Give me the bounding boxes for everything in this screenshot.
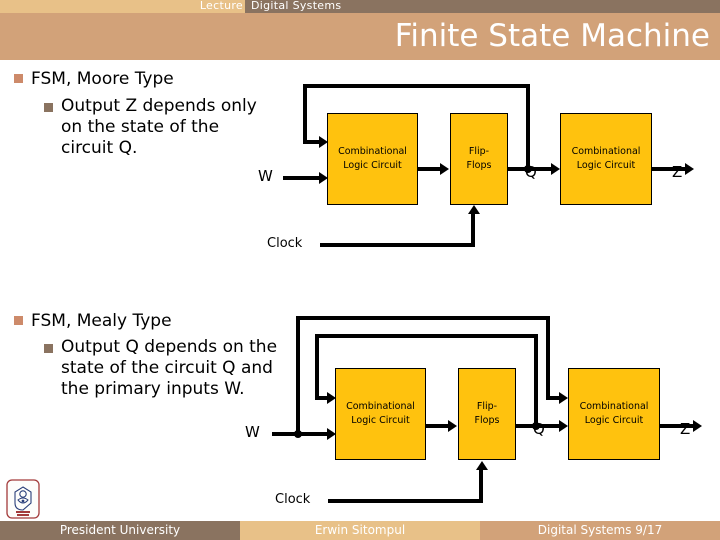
- mealy-w-feedback-arrowhead-icon: [559, 392, 568, 404]
- moore-z-output-wire: [652, 167, 687, 171]
- moore-z-arrowhead-icon: [685, 163, 694, 175]
- mealy-block2-line1: Flip-: [476, 401, 498, 412]
- top-bar-left-band: [0, 0, 245, 13]
- bullet-square-icon: [14, 74, 23, 83]
- mealy-clock-arrowhead-icon: [476, 461, 488, 470]
- moore-block3-line1: Combinational: [571, 146, 641, 157]
- mealy-clock-vertical-wire: [479, 470, 483, 503]
- bullet-mealy-detail: Output Q depends on the state of the cir…: [44, 337, 279, 400]
- lecture-label: Lecture: [199, 0, 243, 12]
- moore-clock-horizontal-wire: [320, 243, 475, 247]
- moore-clock-label: Clock: [267, 236, 303, 251]
- mealy-q-feedback-into-block1-wire: [315, 396, 331, 400]
- footer-university: President University: [0, 521, 240, 540]
- mealy-z-arrowhead-icon: [693, 420, 702, 432]
- moore-input-w-label: W: [258, 167, 273, 185]
- title-band: [0, 13, 720, 60]
- moore-state-q-label: Q: [525, 163, 537, 181]
- mealy-z-output-wire: [660, 424, 695, 428]
- mealy-block1-line2: Logic Circuit: [351, 415, 410, 426]
- mealy-q-feedback-arrowhead-icon: [327, 392, 336, 404]
- course-label: Digital Systems: [251, 0, 342, 12]
- page-title: Finite State Machine: [394, 18, 710, 54]
- moore-ff-input-arrowhead-icon: [440, 163, 449, 175]
- mealy-q-feedback-horizontal: [315, 334, 538, 338]
- moore-flip-flops-block: Flip- Flops: [450, 113, 508, 205]
- mealy-q-feedback-vertical-right: [534, 334, 538, 426]
- mealy-input-w-label: W: [245, 423, 260, 441]
- mealy-q-junction-node: [532, 422, 540, 430]
- top-bar-right-band: [245, 0, 720, 13]
- mealy-block3-line2: Logic Circuit: [584, 415, 644, 426]
- mealy-output-z-label: Z: [680, 420, 691, 438]
- footer: President University Erwin Sitompul Digi…: [0, 521, 720, 540]
- moore-block1-line1: Combinational: [338, 146, 407, 157]
- mealy-combinational-logic-block-1: Combinational Logic Circuit: [335, 368, 426, 460]
- moore-combinational-logic-block-2: Combinational Logic Circuit: [560, 113, 652, 205]
- moore-w-wire: [283, 176, 321, 180]
- university-logo: [6, 479, 40, 519]
- mealy-ff-input-arrowhead-icon: [448, 420, 457, 432]
- bullet-moore-heading-label: FSM, Moore Type: [31, 69, 174, 89]
- moore-feedback-into-block1-wire: [303, 140, 321, 144]
- mealy-clock-label: Clock: [275, 492, 311, 507]
- mealy-clock-horizontal-wire: [328, 499, 483, 503]
- moore-feedback-vertical-right: [526, 84, 530, 169]
- footer-page: Digital Systems 9/17: [480, 521, 720, 540]
- mealy-w-arrowhead-icon: [327, 428, 336, 440]
- mealy-q-feedback-vertical-left: [315, 334, 319, 396]
- mealy-block1-line1: Combinational: [346, 401, 415, 412]
- mealy-w-feedback-vertical-right: [546, 316, 550, 400]
- moore-feedback-horizontal: [303, 84, 530, 88]
- bullet-mealy-detail-label: Output Q depends on the state of the cir…: [61, 337, 278, 399]
- mealy-block3-input-arrowhead-icon: [559, 420, 568, 432]
- moore-clock-vertical-wire: [471, 214, 475, 247]
- moore-w-arrowhead-icon: [319, 172, 328, 184]
- mealy-w-feedback-horizontal: [296, 316, 550, 320]
- mealy-block1-to-ff-wire: [426, 424, 450, 428]
- moore-block1-line2: Logic Circuit: [343, 160, 402, 171]
- mealy-w-feedback-vertical-left: [296, 316, 300, 434]
- bullet-mealy-heading: FSM, Mealy Type: [14, 310, 172, 332]
- moore-feedback-arrowhead-icon: [319, 136, 328, 148]
- bullet-mealy-heading-label: FSM, Mealy Type: [31, 311, 172, 331]
- university-logo-icon: [6, 479, 40, 519]
- moore-block3-line2: Logic Circuit: [576, 160, 636, 171]
- bullet-square-icon: [44, 344, 53, 353]
- mealy-combinational-logic-block-2: Combinational Logic Circuit: [568, 368, 660, 460]
- mealy-block2-line2: Flops: [474, 415, 500, 426]
- moore-combinational-logic-block-1: Combinational Logic Circuit: [327, 113, 418, 205]
- moore-output-z-label: Z: [672, 163, 683, 181]
- moore-feedback-vertical-left: [303, 84, 307, 144]
- top-bar: Lecture Digital Systems: [0, 0, 720, 13]
- moore-q-junction-node: [524, 165, 532, 173]
- footer-author: Erwin Sitompul: [240, 521, 480, 540]
- bullet-square-icon: [44, 103, 53, 112]
- moore-block1-to-ff-wire: [418, 167, 442, 171]
- mealy-w-feedback-into-block3-wire: [546, 396, 562, 400]
- bullet-square-icon: [14, 316, 23, 325]
- bullet-moore-detail: Output Z depends only on the state of th…: [44, 96, 274, 159]
- mealy-block3-line1: Combinational: [579, 401, 649, 412]
- moore-clock-arrowhead-icon: [468, 205, 480, 214]
- moore-block2-line1: Flip-: [468, 146, 490, 157]
- bullet-moore-heading: FSM, Moore Type: [14, 68, 174, 90]
- mealy-state-q-label: Q: [533, 420, 545, 438]
- mealy-w-junction-node: [294, 430, 302, 438]
- mealy-flip-flops-block: Flip- Flops: [458, 368, 516, 460]
- moore-block2-line2: Flops: [466, 160, 492, 171]
- bullet-moore-detail-label: Output Z depends only on the state of th…: [61, 96, 257, 158]
- moore-block3-input-arrowhead-icon: [551, 163, 560, 175]
